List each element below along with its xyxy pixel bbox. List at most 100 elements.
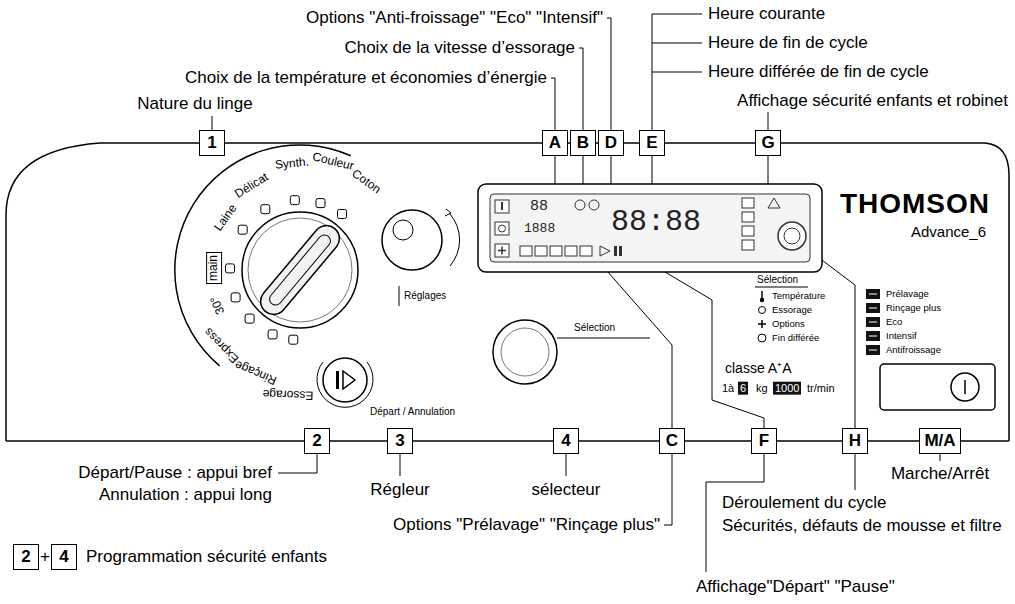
clock-symbol	[758, 334, 766, 342]
annotation-label: Annulation : appui long	[99, 485, 272, 505]
annotation-label: Choix de la vitesse d’essorage	[344, 38, 575, 58]
energy-class: classe A⁺A	[725, 360, 791, 376]
callout-number: F	[759, 431, 769, 451]
setting-knob	[382, 210, 442, 270]
start-button	[323, 358, 367, 402]
annotation-label: sélecteur	[532, 480, 601, 500]
programme-icon	[268, 330, 277, 339]
plus-sign: +	[40, 547, 50, 567]
selection-underline	[557, 338, 650, 339]
callout-number: M/A	[924, 431, 955, 451]
power-button-frame	[880, 364, 995, 410]
display-frame	[478, 184, 822, 272]
option-icon	[550, 246, 562, 256]
spin-icon	[495, 222, 509, 235]
callout-box: E	[639, 130, 665, 156]
callout-box: B	[570, 130, 596, 156]
panel-label: Sélection	[757, 274, 798, 286]
rotation-arrow	[450, 214, 460, 266]
annotation-label: Heure différée de fin de cycle	[708, 62, 929, 82]
programme-icon	[289, 335, 298, 344]
panel-label: Eco	[886, 317, 902, 328]
safety-icon	[742, 198, 754, 208]
annotation-label: Heure courante	[708, 4, 825, 24]
programme-icon	[261, 205, 270, 214]
callout-number: G	[761, 133, 774, 153]
knob-handle-groove	[267, 232, 333, 307]
callout-box: D	[598, 130, 624, 156]
dial-label: main	[206, 252, 222, 284]
panel-outline	[6, 143, 1009, 441]
thermometer-symbol	[761, 291, 763, 298]
power-button	[951, 373, 979, 401]
annotation-label: Options "Prélavage" "Rinçage plus"	[393, 515, 660, 535]
dial-label: 30°	[208, 294, 228, 316]
panel-label: 6	[738, 382, 748, 395]
callout-number: H	[849, 431, 861, 451]
model-name: Advance_6	[911, 223, 986, 240]
annotation-label: Nature du linge	[137, 94, 252, 114]
programme-icon	[338, 210, 347, 219]
callout-number: E	[646, 133, 657, 153]
option-icon	[580, 246, 592, 256]
callout-box: C	[659, 428, 685, 454]
callout-number: 3	[395, 431, 404, 451]
annotation-label: Programmation sécurité enfants	[86, 547, 327, 567]
callout-box: F	[751, 428, 777, 454]
annotation-label: Heure de fin de cycle	[708, 33, 868, 53]
lcd-screen	[490, 194, 810, 262]
pause-indicator	[614, 246, 617, 256]
drum-icon	[778, 222, 806, 250]
selector-button-inner	[501, 328, 549, 376]
panel-label: Température	[772, 291, 825, 302]
callout-number: 2	[21, 547, 30, 567]
dial-label: Express	[202, 325, 242, 366]
spin-symbol	[499, 225, 506, 232]
panel-label: kg	[756, 382, 768, 395]
safety-icon	[742, 240, 754, 250]
panel-label: Intensif	[886, 331, 917, 342]
panel-label: Départ / Annulation	[370, 406, 455, 418]
programme-icon	[245, 314, 254, 323]
callout-number: 4	[59, 547, 68, 567]
callout-box: 2	[304, 428, 330, 454]
programme-knob	[242, 212, 358, 328]
pause-bar	[336, 371, 339, 389]
panel-label: Fin différée	[772, 333, 819, 344]
dial-label: Couleur	[311, 150, 355, 174]
callout-box: 3	[387, 428, 413, 454]
programme-icon	[316, 199, 325, 208]
callout-box: 4	[51, 544, 77, 570]
callout-number: 2	[312, 431, 321, 451]
programme-knob-handle	[255, 220, 344, 319]
programme-icon	[231, 293, 240, 302]
thermometer-bulb	[760, 298, 764, 302]
setting-tick	[399, 286, 400, 306]
annotation-label: Déroulement du cycle	[722, 493, 886, 513]
safety-icon	[742, 212, 754, 222]
brand-logo: THOMSON	[840, 188, 990, 220]
panel-label: 1à	[722, 382, 734, 395]
lcd-digits: 88	[530, 198, 548, 215]
callout-number: 1	[207, 133, 216, 153]
power-symbol	[964, 380, 966, 394]
annotation-label: Options "Anti-froissage" "Eco" "Intensif…	[306, 8, 603, 28]
dial-label: Synth.	[274, 155, 309, 172]
rotation-arrowhead	[445, 209, 451, 216]
callout-box: H	[842, 428, 868, 454]
programme-icon	[226, 264, 235, 273]
clock-icon	[589, 200, 599, 210]
panel-label: Sélection	[574, 322, 615, 334]
warning-triangle	[768, 198, 780, 208]
panel-label: Rinçage plus	[886, 303, 941, 314]
plus-symbol	[758, 320, 766, 328]
panel-label: Options	[772, 319, 805, 330]
drum-icon-inner	[784, 228, 800, 244]
thermometer-symbol	[501, 202, 503, 210]
option-key-mark	[869, 294, 877, 350]
pause-indicator	[619, 246, 622, 256]
callout-number: B	[577, 133, 589, 153]
